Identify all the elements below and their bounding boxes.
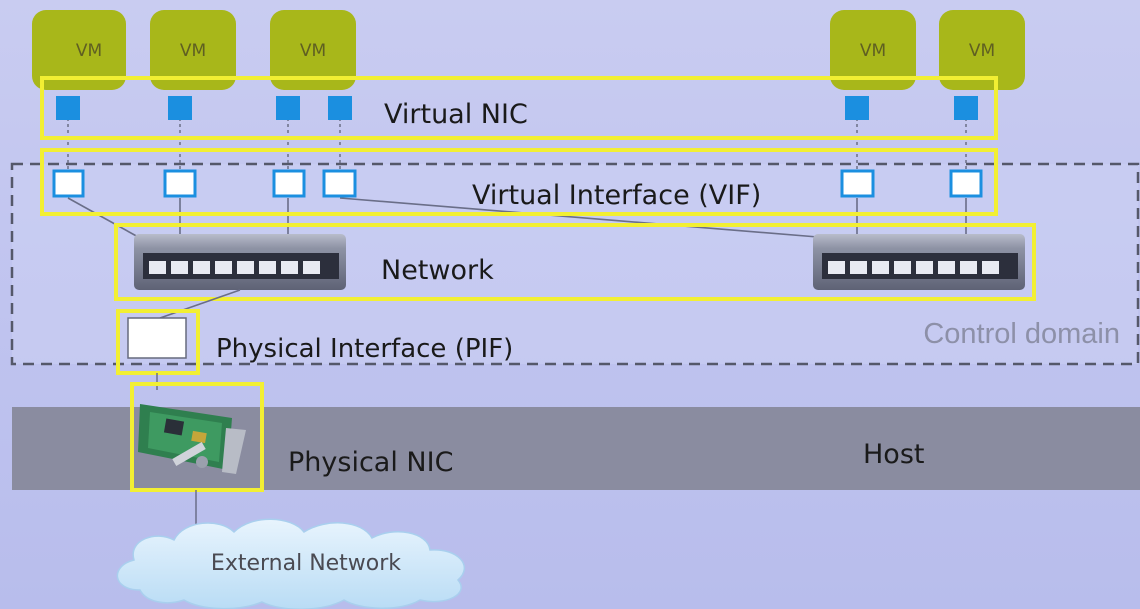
virtual-nic-label: Virtual NIC (384, 99, 528, 130)
vif-label: Virtual Interface (VIF) (472, 180, 761, 211)
vnic-port (168, 96, 192, 120)
host-label: Host (863, 439, 924, 470)
vif-port (52, 169, 85, 198)
vm-label: VM (300, 41, 326, 61)
vm-1: VM (32, 10, 126, 90)
vm-label: VM (969, 41, 995, 61)
network-switch-icon (134, 234, 346, 290)
cloud-icon: External Network (116, 518, 465, 609)
vif-port (840, 169, 875, 198)
control-domain-label: Control domain (923, 318, 1120, 350)
vnic-port (276, 96, 300, 120)
vnic-port (328, 96, 352, 120)
vnic-port (954, 96, 978, 120)
vm-label: VM (180, 41, 206, 61)
vnic-vif-connectors (67, 118, 967, 172)
vif-port (322, 169, 357, 198)
switch-pif-link (159, 289, 241, 319)
vm-4: VM (830, 10, 916, 90)
pif-highlight (116, 309, 200, 375)
virtual-nic-highlight (40, 76, 998, 140)
vm-label: VM (860, 41, 886, 61)
vm-3: VM (270, 10, 356, 90)
vif-ports (52, 169, 983, 198)
vm-2: VM (150, 10, 236, 90)
virtual-nic-ports (56, 96, 978, 120)
vnic-port (845, 96, 869, 120)
vif-switch-links (67, 197, 967, 239)
vif-port (272, 169, 306, 198)
physical-nic-label: Physical NIC (288, 447, 453, 478)
vif-port (163, 169, 197, 198)
network-label: Network (381, 255, 494, 286)
external-network-label: External Network (211, 551, 401, 576)
physical-nic-highlight (130, 382, 264, 492)
vm-5: VM (939, 10, 1025, 90)
pif-port (127, 317, 187, 359)
vif-port (949, 169, 983, 198)
network-card-icon (138, 404, 246, 474)
vif-highlight (40, 148, 998, 216)
pif-label: Physical Interface (PIF) (216, 334, 513, 364)
vnic-port (56, 96, 80, 120)
network-highlight (114, 223, 1036, 301)
vm-label: VM (76, 41, 102, 61)
network-switch-icon (813, 234, 1025, 290)
